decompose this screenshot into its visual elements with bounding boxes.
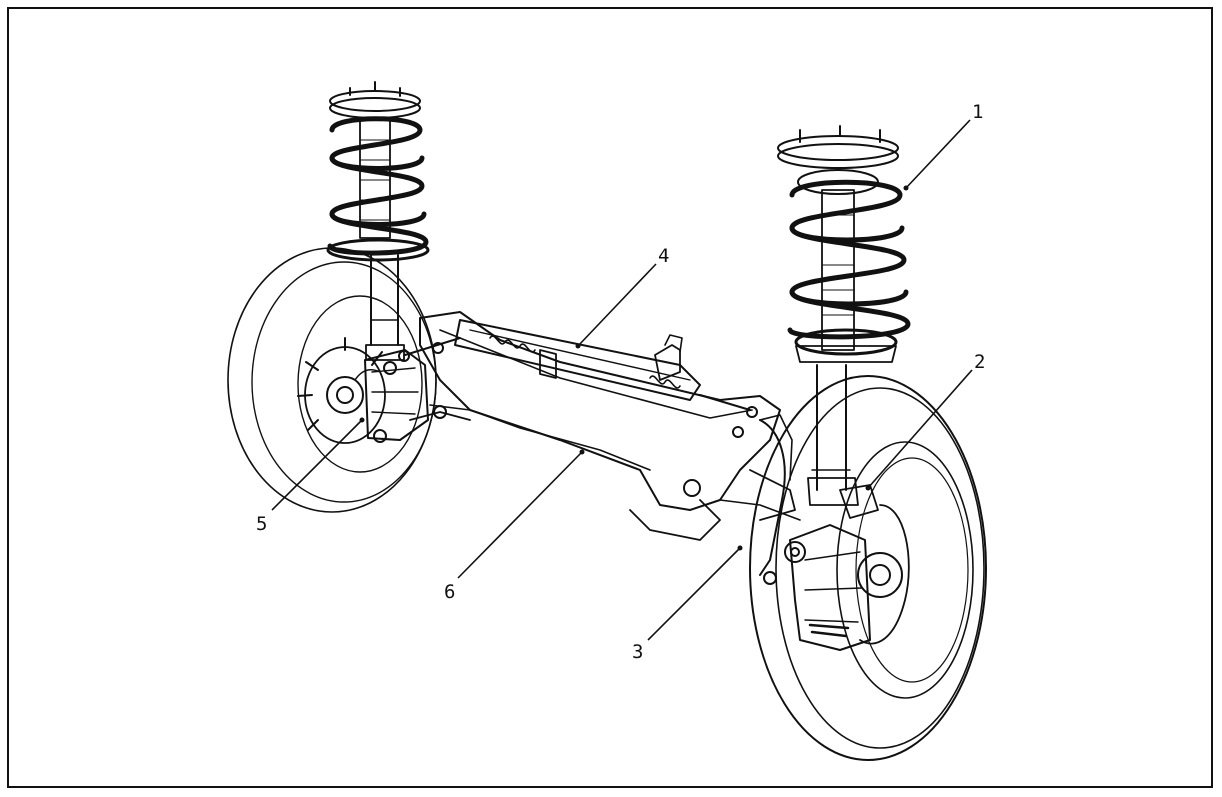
left-wheel	[227, 247, 437, 513]
diagram-frame	[7, 7, 1213, 788]
leader-line-3	[647, 547, 741, 641]
right-strut	[807, 364, 859, 506]
left-coil-spring	[326, 81, 430, 262]
left-brake-assembly	[297, 337, 429, 444]
callout-5: 5	[256, 513, 267, 535]
leader-dot-3	[737, 545, 743, 551]
right-brake-assembly	[784, 484, 910, 651]
leader-dot-1	[903, 185, 909, 191]
right-wheel	[749, 375, 987, 761]
callout-4: 4	[658, 245, 669, 267]
callout-6: 6	[444, 581, 455, 603]
leader-line-4	[577, 263, 657, 347]
lower-control-arm	[719, 414, 801, 585]
callout-2: 2	[974, 351, 985, 373]
leader-dot-2	[865, 485, 871, 491]
leader-dot-4	[575, 343, 581, 349]
subframe	[409, 311, 781, 541]
leader-line-1	[905, 119, 971, 189]
leader-line-2	[867, 369, 973, 489]
leader-line-5	[271, 419, 363, 511]
callout-3: 3	[632, 641, 643, 663]
left-strut	[365, 254, 405, 361]
callout-1: 1	[972, 101, 983, 123]
leader-line-6	[457, 451, 583, 579]
right-coil-spring	[777, 125, 911, 363]
leader-dot-5	[359, 417, 365, 423]
leader-dot-6	[579, 449, 585, 455]
